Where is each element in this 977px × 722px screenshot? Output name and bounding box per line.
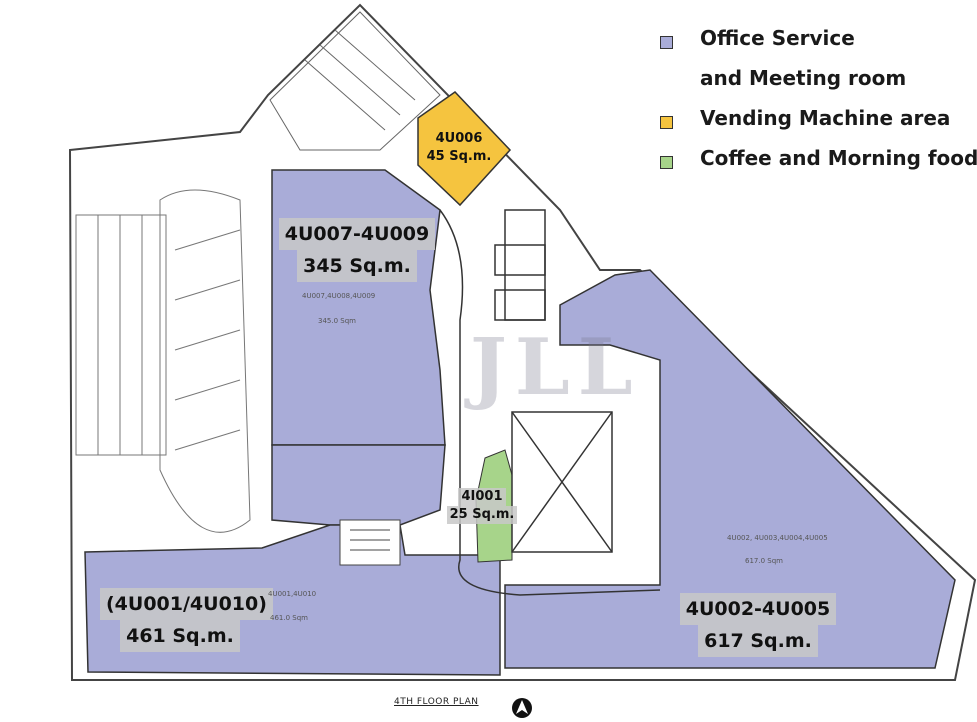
unit-faint-area-4u007: 345.0 Sqm xyxy=(318,317,356,325)
unit-faint-name-4u001: 4U001,4U010 xyxy=(268,590,317,598)
unit-faint-area-4u002: 617.0 Sqm xyxy=(745,557,783,565)
unit-label-4u007: 4U007-4U009 345 Sq.m. xyxy=(278,218,436,282)
unit-area-4u007: 345 Sq.m. xyxy=(297,250,417,282)
central-core xyxy=(439,209,661,596)
legend-label-office: Office Service xyxy=(700,26,855,50)
unit-area-4u001: 461 Sq.m. xyxy=(120,620,240,652)
unit-name-4i001: 4I001 xyxy=(458,488,506,506)
parking-area xyxy=(75,189,251,533)
floor-plan-caption: 4TH FLOOR PLAN xyxy=(394,697,479,707)
legend-item-office-cont: and Meeting room xyxy=(660,64,977,104)
legend: Office Service and Meeting room Vending … xyxy=(660,24,977,184)
watermark: JLL xyxy=(470,322,641,413)
unit-label-4i001: 4I001 25 Sq.m. xyxy=(446,488,518,524)
unit-area-4u006: 45 Sq.m. xyxy=(426,149,492,164)
unit-name-4u007: 4U007-4U009 xyxy=(278,218,436,250)
unit-area-4i001: 25 Sq.m. xyxy=(446,506,518,524)
office-swatch xyxy=(660,36,673,49)
unit-4u006-shape xyxy=(417,91,512,207)
legend-item-vending: Vending Machine area xyxy=(660,104,977,144)
unit-label-4u002: 4U002-4U005 617 Sq.m. xyxy=(678,593,838,657)
legend-label-office-cont: and Meeting room xyxy=(700,66,907,90)
legend-label-vending: Vending Machine area xyxy=(700,106,951,130)
coffee-swatch xyxy=(660,156,673,169)
unit-label-4u001: (4U001/4U010) 461 Sq.m. xyxy=(100,588,273,652)
legend-item-office: Office Service xyxy=(660,24,977,64)
unit-name-4u006: 4U006 xyxy=(435,131,483,146)
unit-4u002-shape xyxy=(504,269,956,669)
unit-area-4u002: 617 Sq.m. xyxy=(698,625,818,657)
legend-item-coffee: Coffee and Morning food xyxy=(660,144,977,184)
unit-name-4u001: (4U001/4U010) xyxy=(100,588,273,620)
unit-faint-area-4u001: 461.0 Sqm xyxy=(270,614,308,622)
building-outline xyxy=(68,3,977,681)
unit-4u007-lower-shape xyxy=(271,444,446,526)
unit-name-4u002: 4U002-4U005 xyxy=(679,593,837,625)
unit-faint-name-4u002: 4U002, 4U003,4U004,4U005 xyxy=(727,534,828,542)
stair-block xyxy=(339,519,401,566)
vending-swatch xyxy=(660,116,673,129)
legend-label-coffee: Coffee and Morning food xyxy=(700,146,977,170)
toilet-block xyxy=(269,11,441,151)
north-arrow-icon xyxy=(512,698,532,718)
unit-4u007-shape xyxy=(271,169,446,446)
unit-label-4u006: 4U006 45 Sq.m. xyxy=(424,130,494,166)
unit-faint-name-4u007: 4U007,4U008,4U009 xyxy=(302,292,376,300)
